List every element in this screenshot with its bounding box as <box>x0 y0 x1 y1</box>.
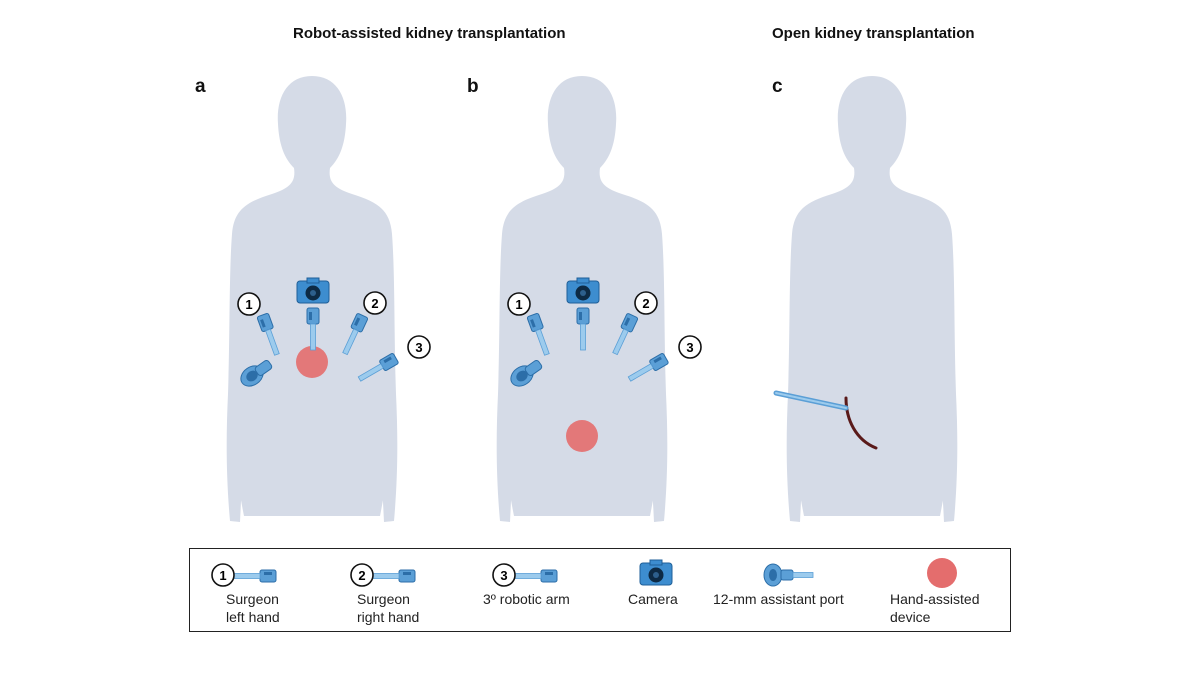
legend-number-2: 2 <box>350 563 374 587</box>
panel-b-number-2: 2 <box>634 291 658 315</box>
legend-box <box>189 548 1011 632</box>
panel-a-number-1: 1 <box>237 292 261 316</box>
panel-c-incision <box>844 396 878 450</box>
legend-surgeon-left-line2: left hand <box>226 609 280 625</box>
legend-camera-line1: Camera <box>628 591 678 607</box>
panel-c-body-silhouette <box>786 76 958 522</box>
legend-surgeon-left-line1: Surgeon <box>226 591 279 607</box>
legend-number-3-text: 3 <box>500 568 507 583</box>
panel-b-number-3-text: 3 <box>686 340 693 355</box>
legend-surgeon-left-label: Surgeon left hand <box>226 590 280 626</box>
legend-number-3: 3 <box>492 563 516 587</box>
panel-b-number-1-text: 1 <box>515 297 522 312</box>
legend-number-1-text: 1 <box>219 568 226 583</box>
panel-a-number-2-text: 2 <box>371 296 378 311</box>
panel-b-number-2-text: 2 <box>642 296 649 311</box>
panel-a-number-2: 2 <box>363 291 387 315</box>
legend-surgeon-right-label: Surgeon right hand <box>357 590 419 626</box>
legend-number-1: 1 <box>211 563 235 587</box>
legend-robotic-arm-label: 3º robotic arm <box>483 590 570 608</box>
panel-a-number-3-text: 3 <box>415 340 422 355</box>
legend-robotic-arm-line1: 3º robotic arm <box>483 591 570 607</box>
legend-hand-device-line1: Hand-assisted <box>890 591 980 607</box>
legend-surgeon-right-line1: Surgeon <box>357 591 410 607</box>
legend-camera-label: Camera <box>628 590 678 608</box>
legend-assistant-port-icon <box>763 563 814 587</box>
legend-hand-device-label: Hand-assisted device <box>890 590 980 626</box>
panel-label-b: b <box>467 76 479 97</box>
panel-label-a: a <box>195 76 206 97</box>
open-heading: Open kidney transplantation <box>772 25 975 42</box>
panel-b-hand-assisted-device <box>566 420 598 452</box>
panel-c-retractor <box>773 390 849 411</box>
panel-a-hand-assisted-device <box>296 346 328 378</box>
legend-number-2-text: 2 <box>358 568 365 583</box>
panel-b-number-1: 1 <box>507 292 531 316</box>
panel-b-number-3: 3 <box>678 335 702 359</box>
legend-surgeon-right-line2: right hand <box>357 609 420 625</box>
legend-assistant-port-line1: 12-mm assistant port <box>713 591 844 607</box>
legend-hand-device-line2: device <box>890 609 931 625</box>
robot-heading: Robot-assisted kidney transplantation <box>293 25 566 42</box>
panel-a-number-3: 3 <box>407 335 431 359</box>
legend-hand-device-icon <box>927 558 957 588</box>
panel-a-number-1-text: 1 <box>245 297 252 312</box>
legend-assistant-port-label: 12-mm assistant port <box>713 590 844 608</box>
panel-label-c: c <box>772 76 783 97</box>
